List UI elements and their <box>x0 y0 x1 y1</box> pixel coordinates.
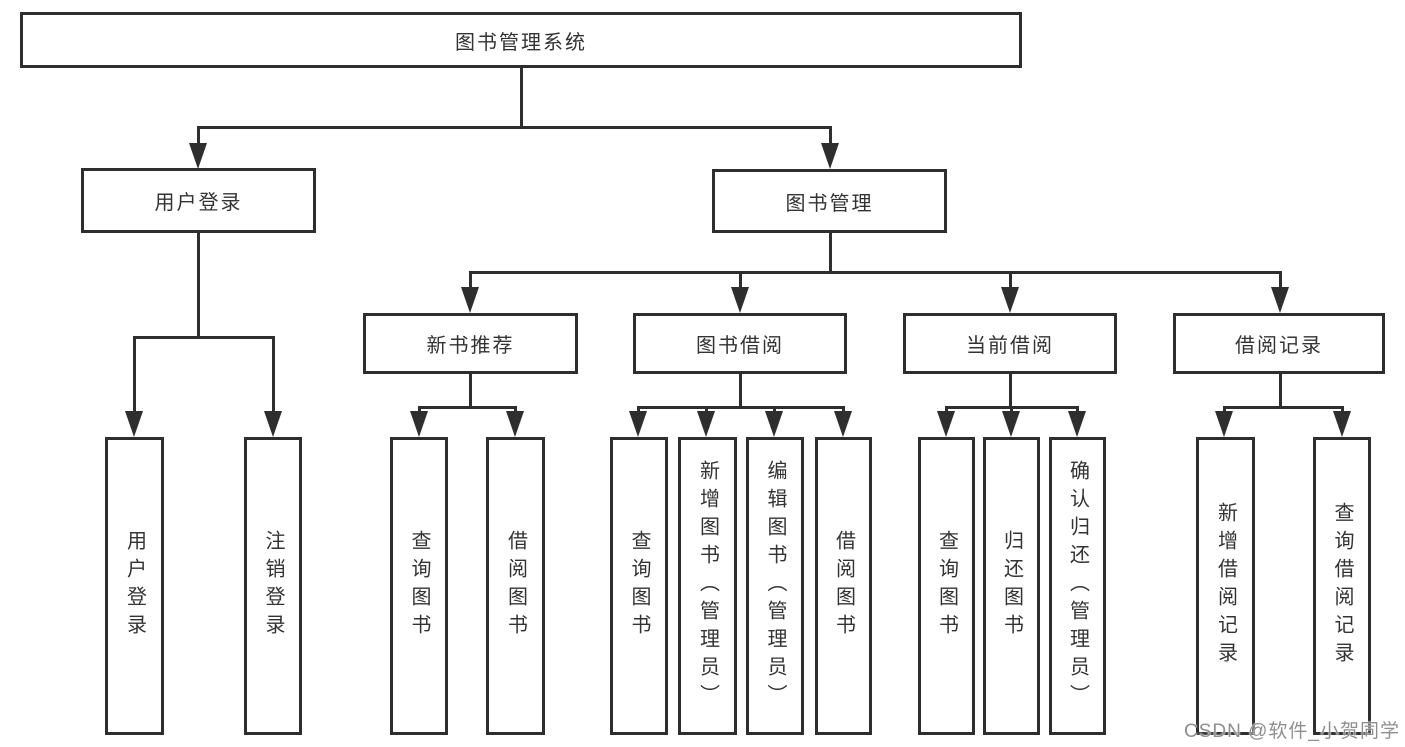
connector-root-hbar <box>197 126 832 129</box>
leaf-add-borrow-record: 新增借阅记录 <box>1196 437 1255 735</box>
node-label: 图书管理 <box>785 192 874 215</box>
csdn-watermark: CSDN @软件_小贺同学 <box>1184 721 1400 742</box>
leaf-label: 查询图书 <box>628 530 650 642</box>
node-user-login: 用户登录 <box>81 168 316 233</box>
arrow-to-bb-add-books <box>697 411 715 437</box>
arrow-to-user-login <box>189 143 207 169</box>
connector-user-login-hbar <box>133 336 275 339</box>
connector-new-rec-hbar <box>418 406 517 409</box>
leaf-rec-borrow-books: 借阅图书 <box>486 437 545 735</box>
leaf-bb-add-books-admin: 新增图书（管理员） <box>678 437 737 735</box>
node-book-borrowing: 图书借阅 <box>633 313 847 374</box>
node-borrowing-records: 借阅记录 <box>1173 313 1385 374</box>
connector-stem-book-management <box>829 126 832 146</box>
arrow-to-add-borrow-record <box>1215 411 1233 437</box>
leaf-label: 查询借阅记录 <box>1331 502 1353 670</box>
leaf-label: 归还图书 <box>1000 530 1023 642</box>
node-book-management: 图书管理 <box>712 169 947 233</box>
leaf-bb-edit-books-admin: 编辑图书（管理员） <box>746 437 804 735</box>
connector-stem-book-borrowing <box>739 271 742 289</box>
arrow-to-query-borrow-record <box>1333 411 1351 437</box>
arrow-to-new-book-rec <box>461 287 479 313</box>
node-label: 借阅记录 <box>1235 335 1323 357</box>
node-label: 当前借阅 <box>966 335 1054 357</box>
leaf-bb-query-books: 查询图书 <box>610 437 668 735</box>
leaf-label: 查询图书 <box>935 530 958 642</box>
leaf-cb-return-books: 归还图书 <box>983 437 1040 735</box>
leaf-user-login: 用户登录 <box>105 437 164 735</box>
connector-stem-borrowing-records <box>1279 271 1282 289</box>
connector-new-rec-stem <box>469 374 472 409</box>
leaf-label: 用户登录 <box>123 530 146 642</box>
connector-stem-new-book-rec <box>469 271 472 289</box>
node-library-management-system: 图书管理系统 <box>20 12 1022 68</box>
connector-borrowing-stem <box>739 374 742 409</box>
node-current-borrowing: 当前借阅 <box>903 313 1117 374</box>
leaf-label: 查询图书 <box>408 530 430 642</box>
connector-stem-user-login <box>197 126 200 146</box>
arrow-to-cb-confirm-return <box>1068 411 1086 437</box>
leaf-cb-query-books: 查询图书 <box>918 437 975 735</box>
leaf-query-borrow-record: 查询借阅记录 <box>1313 437 1371 735</box>
node-label: 图书借阅 <box>696 335 784 357</box>
arrow-to-bb-borrow-books <box>834 411 852 437</box>
arrow-to-rec-borrow-books <box>506 411 524 437</box>
connector-root-stem <box>520 68 523 128</box>
node-label: 用户登录 <box>154 192 243 214</box>
connector-records-stem <box>1279 374 1282 409</box>
leaf-label: 借阅图书 <box>504 530 527 642</box>
arrow-to-cb-return-books <box>1002 411 1020 437</box>
leaf-label: 注销登录 <box>262 530 284 642</box>
arrow-to-bb-edit-books <box>765 411 783 437</box>
node-label: 新书推荐 <box>426 335 515 357</box>
leaf-label: 确认归还（管理员） <box>1066 460 1089 712</box>
connector-stem-leaf-user-login <box>133 336 136 414</box>
arrow-to-current-borrowing <box>1001 287 1019 313</box>
leaf-rec-query-books: 查询图书 <box>390 437 448 735</box>
node-new-book-recommendation: 新书推荐 <box>363 313 578 374</box>
arrow-to-cb-query-books <box>937 411 955 437</box>
connector-book-management-stem <box>829 233 832 274</box>
arrow-to-rec-query-books <box>410 411 428 437</box>
connector-book-management-hbar <box>469 271 1282 274</box>
node-label: 图书管理系统 <box>455 31 587 54</box>
connector-user-login-stem <box>197 233 200 339</box>
connector-current-stem <box>1009 374 1012 409</box>
leaf-label: 编辑图书（管理员） <box>764 460 786 712</box>
arrow-to-leaf-user-login <box>125 411 143 437</box>
leaf-label: 新增借阅记录 <box>1214 502 1237 670</box>
arrow-to-bb-query-books <box>629 411 647 437</box>
connector-borrowing-hbar <box>637 406 845 409</box>
leaf-cb-confirm-return-admin: 确认归还（管理员） <box>1049 437 1106 735</box>
arrow-to-book-borrowing <box>731 287 749 313</box>
arrow-to-borrowing-records <box>1271 287 1289 313</box>
leaf-logout: 注销登录 <box>244 437 302 735</box>
connector-stem-current-borrowing <box>1009 271 1012 289</box>
connector-records-hbar <box>1223 406 1344 409</box>
leaf-bb-borrow-books: 借阅图书 <box>815 437 872 735</box>
arrow-to-leaf-logout <box>264 411 282 437</box>
leaf-label: 借阅图书 <box>832 530 855 642</box>
arrow-to-book-management <box>821 143 839 169</box>
leaf-label: 新增图书（管理员） <box>696 460 719 712</box>
connector-stem-leaf-logout <box>272 336 275 414</box>
